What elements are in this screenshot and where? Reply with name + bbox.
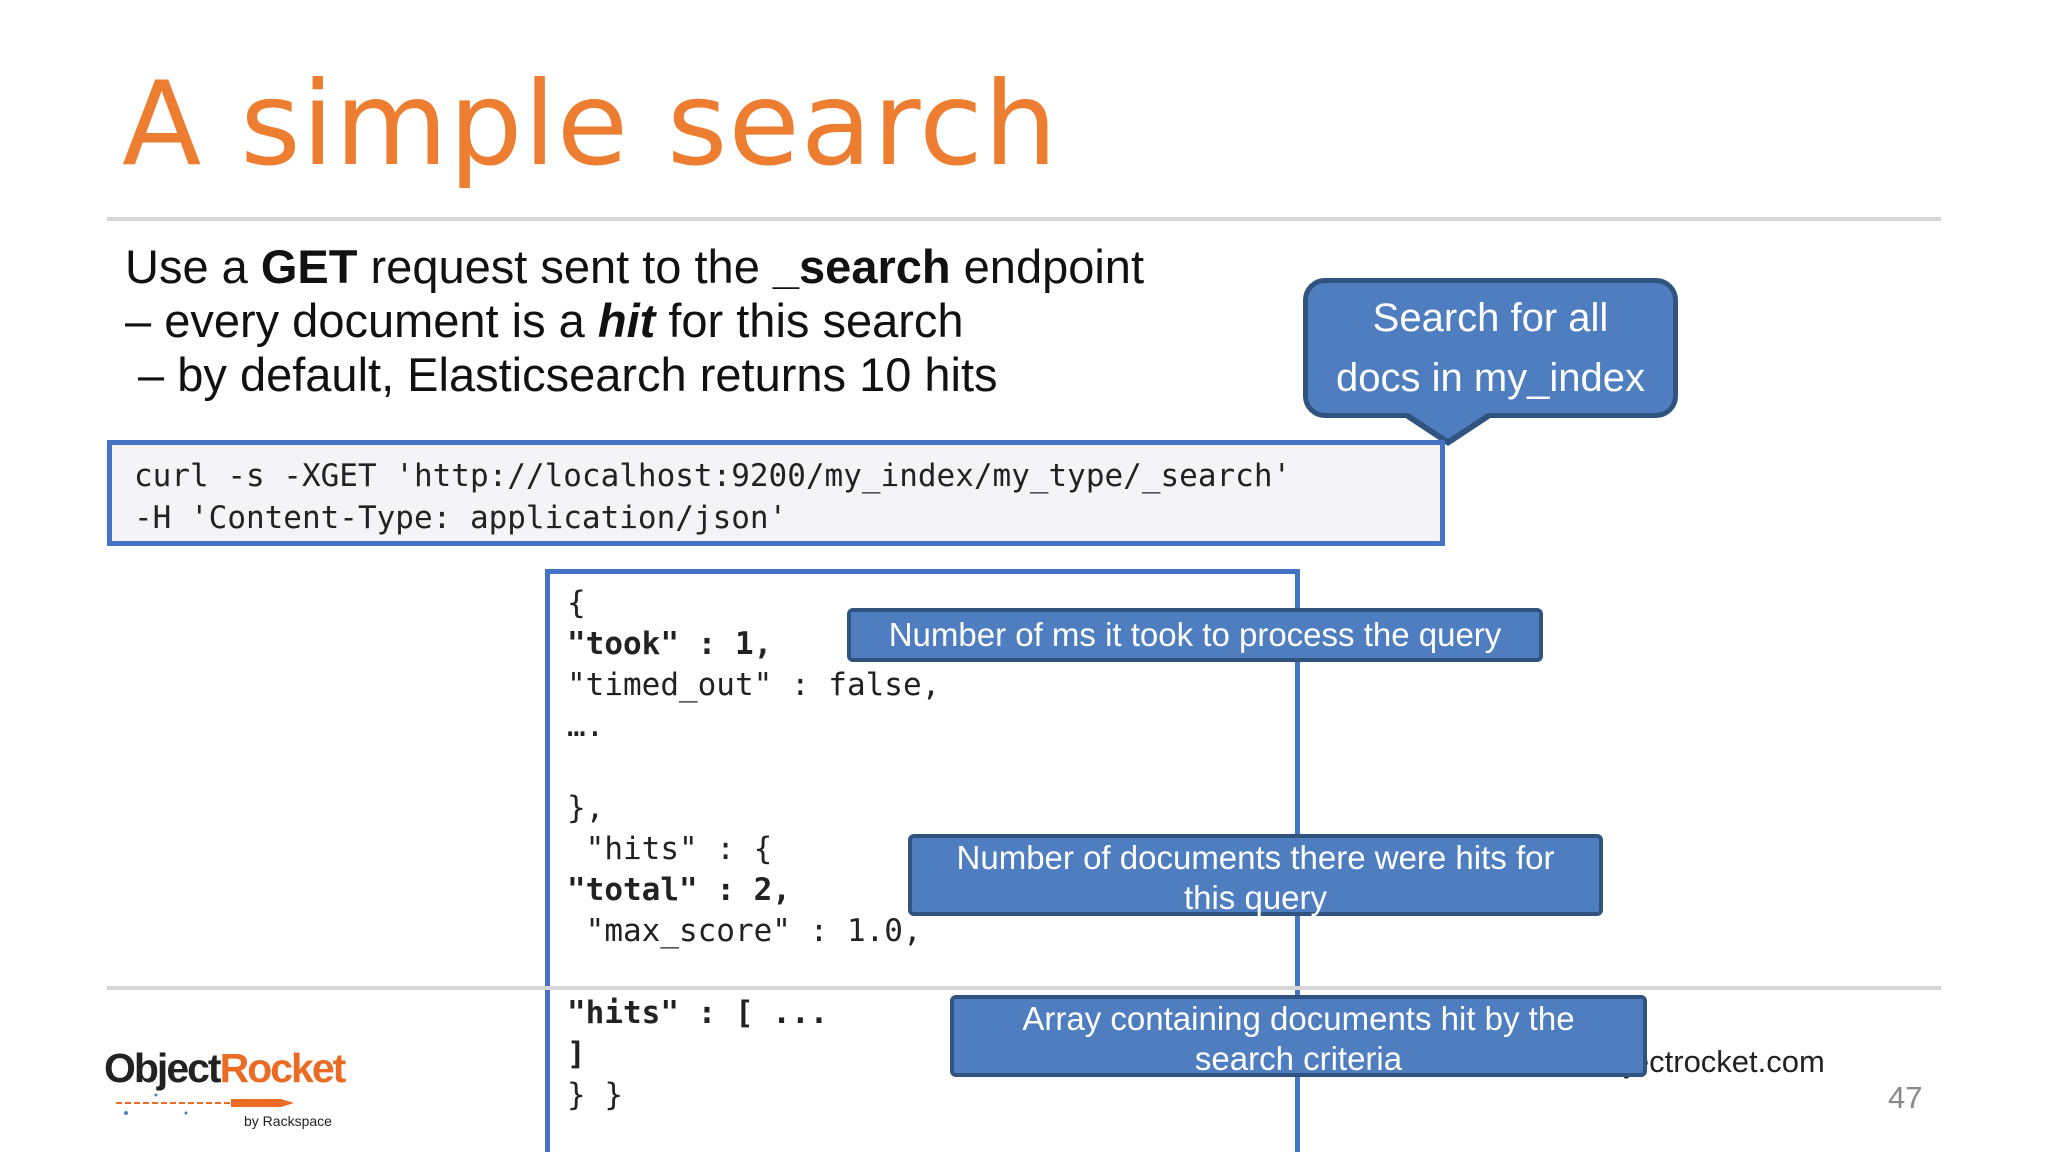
request-line-1: curl -s -XGET 'http://localhost:9200/my_… bbox=[134, 458, 1292, 494]
page-number: 47 bbox=[1888, 1080, 1923, 1115]
code-line: { bbox=[567, 585, 586, 621]
rocket-icon bbox=[116, 1093, 294, 1115]
code-line: "total" : 2, bbox=[567, 870, 940, 911]
response-code-block: {"took" : 1,"timed_out" : false,…. }, "h… bbox=[567, 583, 940, 1116]
text-bold-italic: hit bbox=[597, 294, 656, 347]
footer-divider bbox=[107, 986, 1941, 990]
code-value-bold: : 2, bbox=[697, 872, 791, 908]
note-line: this query bbox=[1183, 879, 1328, 916]
logo-byline: by Rackspace bbox=[244, 1113, 332, 1129]
objectrocket-logo: ObjectRocket by Rackspace bbox=[104, 1045, 347, 1135]
note-hits: Array containing documents hit by the se… bbox=[950, 995, 1647, 1077]
bullet-line-2: – every document is a hit for this searc… bbox=[125, 294, 1144, 348]
code-key-bold: "total" bbox=[567, 872, 698, 908]
note-line: search criteria bbox=[1194, 1040, 1403, 1077]
text-bold: GET bbox=[260, 240, 358, 293]
code-value-bold: : 1, bbox=[678, 626, 773, 662]
code-key-bold: "hits" bbox=[567, 995, 679, 1031]
text-bold: _search bbox=[772, 240, 951, 293]
code-line: ] bbox=[567, 1034, 940, 1075]
text: endpoint bbox=[950, 240, 1145, 293]
text: for this search bbox=[655, 294, 964, 347]
bullet-line-3: – by default, Elasticsearch returns 10 h… bbox=[125, 348, 998, 401]
code-line: "max_score" : 1.0, bbox=[567, 913, 922, 949]
callout-line-2: docs in my_index bbox=[1335, 356, 1646, 400]
note-line: Number of documents there were hits for bbox=[956, 839, 1555, 876]
note-took: Number of ms it took to process the quer… bbox=[847, 608, 1543, 662]
footer-url: jectrocket.com bbox=[1625, 1044, 1825, 1079]
note-total: Number of documents there were hits for … bbox=[908, 834, 1603, 916]
bullet-list: Use a GET request sent to the _search en… bbox=[125, 240, 1144, 402]
request-code-block: curl -s -XGET 'http://localhost:9200/my_… bbox=[107, 440, 1445, 546]
code-line: } } bbox=[567, 1077, 623, 1113]
code-line-empty bbox=[567, 747, 940, 788]
logo-word-rocket: Rocket bbox=[219, 1045, 347, 1091]
code-key-bold: "took" bbox=[567, 626, 679, 662]
text: – every document is a bbox=[125, 294, 598, 347]
text: request sent to the bbox=[357, 240, 773, 293]
callout-line-1: Search for all bbox=[1372, 296, 1609, 340]
code-value-bold: : [ ... bbox=[678, 995, 829, 1031]
callout-search-all: Search for all docs in my_index bbox=[1303, 278, 1678, 446]
slide-title: A simple search bbox=[122, 57, 1059, 192]
logo-word-object: Object bbox=[104, 1045, 222, 1091]
title-divider bbox=[107, 217, 1941, 221]
bullet-line-1: Use a GET request sent to the _search en… bbox=[125, 240, 1144, 294]
callout-tail-fill bbox=[1404, 410, 1492, 439]
note-line: Array containing documents hit by the bbox=[1022, 1000, 1575, 1037]
code-line: "took" : 1, bbox=[567, 624, 940, 665]
code-line: "hits" : [ ... bbox=[567, 993, 940, 1034]
logo-wordmark: ObjectRocket bbox=[104, 1045, 347, 1092]
code-line: "hits" : { bbox=[567, 831, 773, 867]
text: Use a bbox=[125, 240, 261, 293]
request-line-2: -H 'Content-Type: application/json' bbox=[134, 500, 788, 536]
code-bold: ] bbox=[567, 1036, 586, 1072]
code-line: }, bbox=[567, 790, 605, 826]
code-line: …. bbox=[567, 708, 605, 744]
code-line: "timed_out" : false, bbox=[567, 667, 941, 703]
